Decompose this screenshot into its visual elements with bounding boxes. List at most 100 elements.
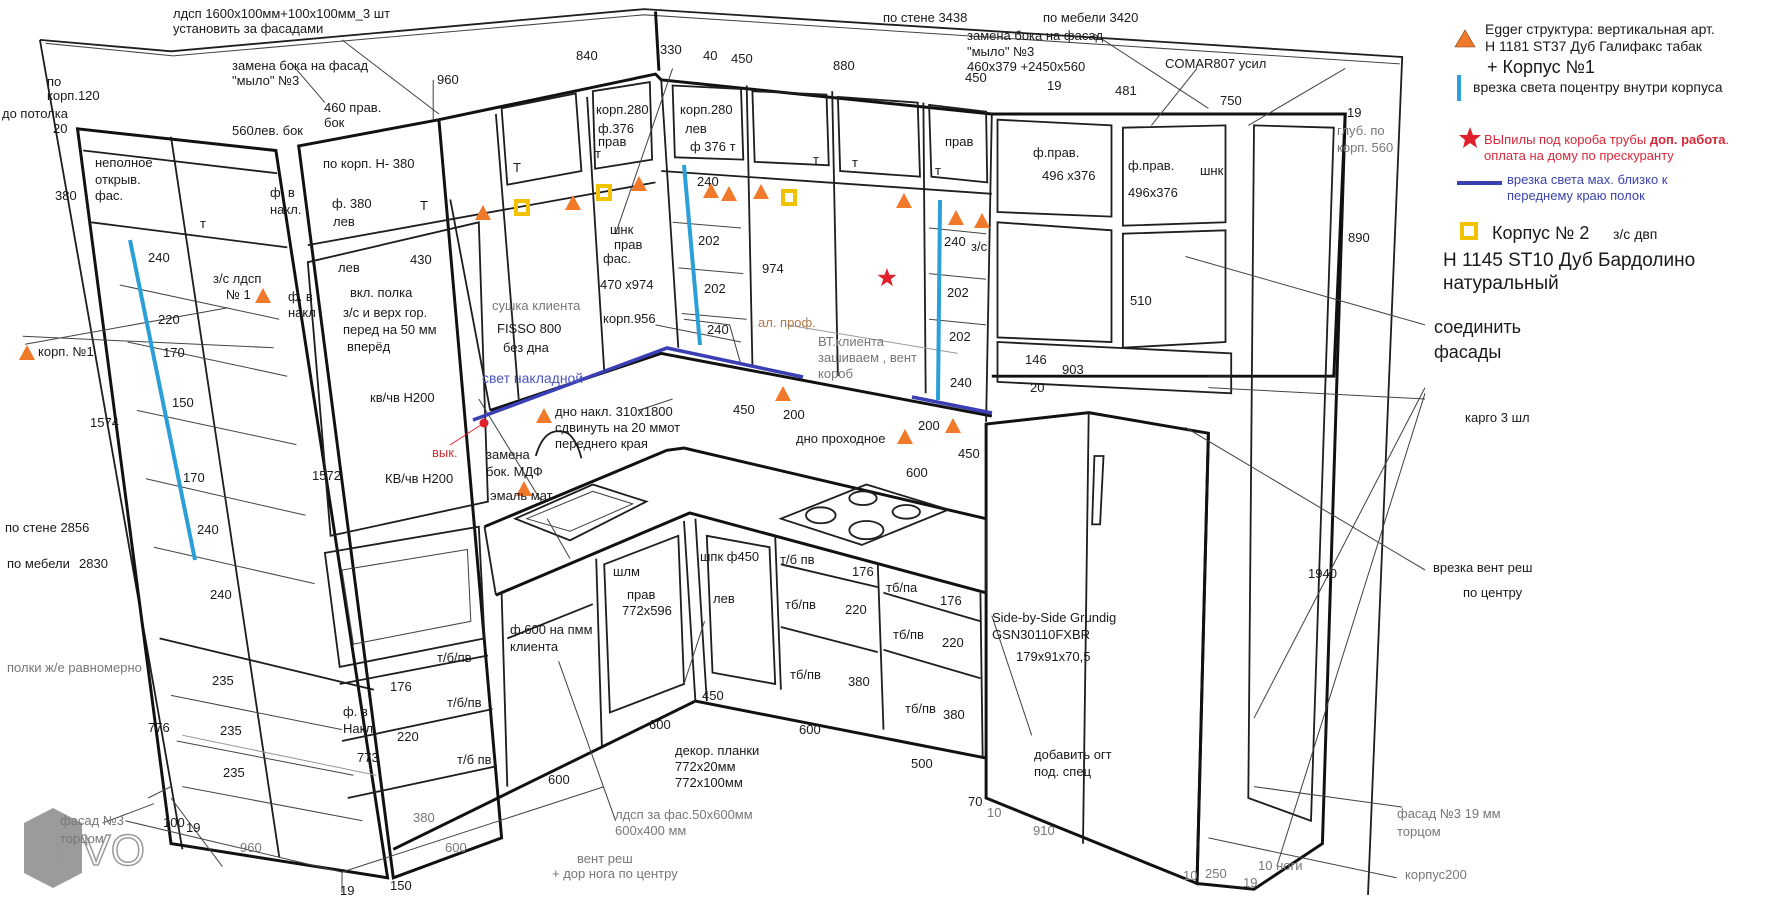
annotation-label: декор. планки — [675, 743, 759, 758]
legend-korpus2-line3: натуральный — [1443, 273, 1559, 294]
annotation-label: 19 — [186, 820, 200, 835]
annotation-label: кв/чв Н200 — [370, 390, 435, 405]
annotation-label: ф. в — [270, 185, 295, 200]
annotation-label: шнк — [1200, 163, 1224, 178]
annotation-label: ф. в — [288, 289, 313, 304]
annotation-label: 240 — [148, 250, 170, 265]
light-overlay-line — [472, 346, 993, 422]
legend-korpus2-line2: Н 1145 ST10 Дуб Бардолино — [1443, 250, 1695, 271]
annotation-label: 773 — [357, 750, 379, 765]
legend-korpus1-line1: Egger структура: вертикальная арт. — [1485, 21, 1715, 37]
annotation-label: шлм — [613, 564, 640, 579]
annotation-label: переднего края — [555, 436, 648, 451]
annotation-label: фас. — [603, 251, 631, 266]
annotation-label: корп. 560 — [1337, 140, 1393, 155]
annotation-label: 600x400 мм — [615, 823, 686, 838]
annotation-label: короб — [818, 366, 853, 381]
annotation-label: накл. — [270, 202, 301, 217]
triangle-marker-icon — [897, 429, 913, 444]
annotation-label: 450 — [731, 51, 753, 66]
triangle-marker-icon — [945, 418, 961, 433]
annotation-label: лев — [685, 121, 707, 136]
annotation-label: 380 — [848, 674, 870, 689]
annotation-label: т — [595, 146, 601, 161]
legend-light-front-line2: переднему краю полок — [1507, 188, 1645, 203]
annotation-label: по мебели 3420 — [1043, 10, 1138, 25]
annotation-label: добавить огт — [1034, 747, 1112, 762]
annotation-label: 240 — [950, 375, 972, 390]
annotation-label: 903 — [1062, 362, 1084, 377]
material-markers — [19, 176, 990, 496]
annotation-label: 100 — [163, 815, 185, 830]
annotation-label: 202 — [949, 329, 971, 344]
annotation-label: фасады — [1434, 342, 1501, 362]
annotation-label: т — [935, 163, 941, 178]
annotation-label: 772x100мм — [675, 775, 743, 790]
annotation-label: бок. МДФ — [486, 464, 543, 479]
annotation-label: 20 — [53, 121, 67, 136]
annotation-label: под. спец — [1034, 764, 1092, 779]
annotation-label: корп. №1 — [38, 344, 94, 359]
annotation-label: Т — [420, 198, 428, 213]
annotation-label: 220 — [845, 602, 867, 617]
annotation-label: клиента — [510, 639, 559, 654]
annotation-label: тб/пв — [905, 701, 936, 716]
annotation-label: 10 ноги — [1258, 858, 1302, 873]
annotation-label: Т — [513, 160, 521, 175]
annotation-label: ф. в — [343, 704, 368, 719]
legend-korpus1-line3: + Корпус №1 — [1487, 57, 1595, 77]
light-strip-left — [128, 239, 197, 561]
legend-cutouts-line1: ВЫпилы под короба трубы доп. работа. — [1484, 132, 1729, 147]
triangle-marker-icon — [536, 408, 552, 423]
triangle-marker-icon — [753, 184, 769, 199]
annotation-label: 200 — [783, 407, 805, 422]
annotation-label: 19 — [1047, 78, 1061, 93]
annotation-label: 202 — [947, 285, 969, 300]
annotation-label: фас. — [95, 188, 123, 203]
annotation-label: вкл. полка — [350, 285, 413, 300]
annotation-label: FISSO 800 — [497, 321, 561, 336]
annotation-label: КВ/чв Н200 — [385, 471, 453, 486]
annotation-label: ф.прав. — [1033, 145, 1079, 160]
annotation-label: установить за фасадами — [173, 21, 323, 36]
annotation-label: 840 — [576, 48, 598, 63]
annotation-label: 496x376 — [1128, 185, 1178, 200]
annotation-label: торцом — [60, 831, 104, 846]
evo-logo: EVO — [24, 808, 146, 888]
annotation-label: корп.956 — [603, 311, 656, 326]
annotation-label: 380 — [55, 188, 77, 203]
annotation-label: 1574 — [90, 415, 119, 430]
annotation-label: 960 — [437, 72, 459, 87]
light-strip-corner — [682, 164, 702, 346]
annotation-label: замена — [486, 447, 531, 462]
square-marker-icon — [596, 184, 612, 201]
star-marker-icon — [877, 268, 897, 287]
triangle-marker-icon — [255, 288, 271, 303]
annotation-label: замена бока на фасад — [967, 28, 1104, 43]
annotation-label: 600 — [445, 840, 467, 855]
annotation-label: 150 — [172, 395, 194, 410]
triangle-marker-icon — [721, 186, 737, 201]
legend-light-center: врезка света поцентру внутри корпуса — [1473, 79, 1723, 95]
annotation-label: ф.600 на пмм — [510, 622, 593, 637]
annotation-label: 1940 — [1308, 566, 1337, 581]
annotation-label: дно накл. 310x1800 — [555, 404, 673, 419]
annotation-label: корп.280 — [680, 102, 733, 117]
annotation-label: шнк — [610, 222, 634, 237]
annotation-label: по мебели — [7, 556, 70, 571]
annotation-label: 380 — [943, 707, 965, 722]
annotation-label: 240 — [197, 522, 219, 537]
annotation-label: тб/па — [886, 580, 918, 595]
annotation-label: 450 — [965, 70, 987, 85]
annotation-label: вперёд — [347, 339, 391, 354]
annotation-label: 450 — [958, 446, 980, 461]
annotation-label: соединить — [1434, 317, 1521, 337]
annotation-label: 600 — [906, 465, 928, 480]
annotation-label: зашиваем , вент — [818, 350, 917, 365]
triangle-marker-icon — [896, 193, 912, 208]
annotation-label: GSN30110FXBR — [992, 627, 1090, 642]
annotation-label: ал. проф. — [758, 315, 816, 330]
annotation-label: корп.280 — [596, 102, 649, 117]
annotation-label: по центру — [1463, 585, 1523, 600]
